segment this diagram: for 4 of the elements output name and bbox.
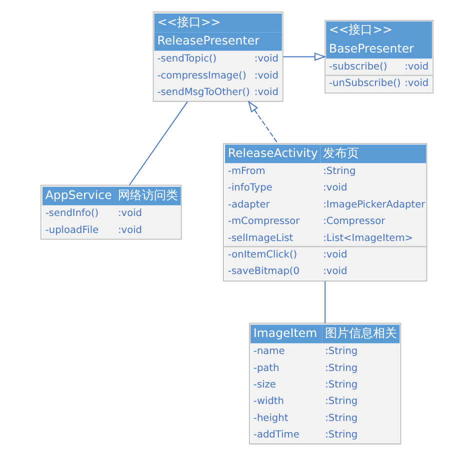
connector [128,101,188,186]
connector [324,280,326,324]
arrow [248,100,278,144]
arrow [282,52,326,61]
